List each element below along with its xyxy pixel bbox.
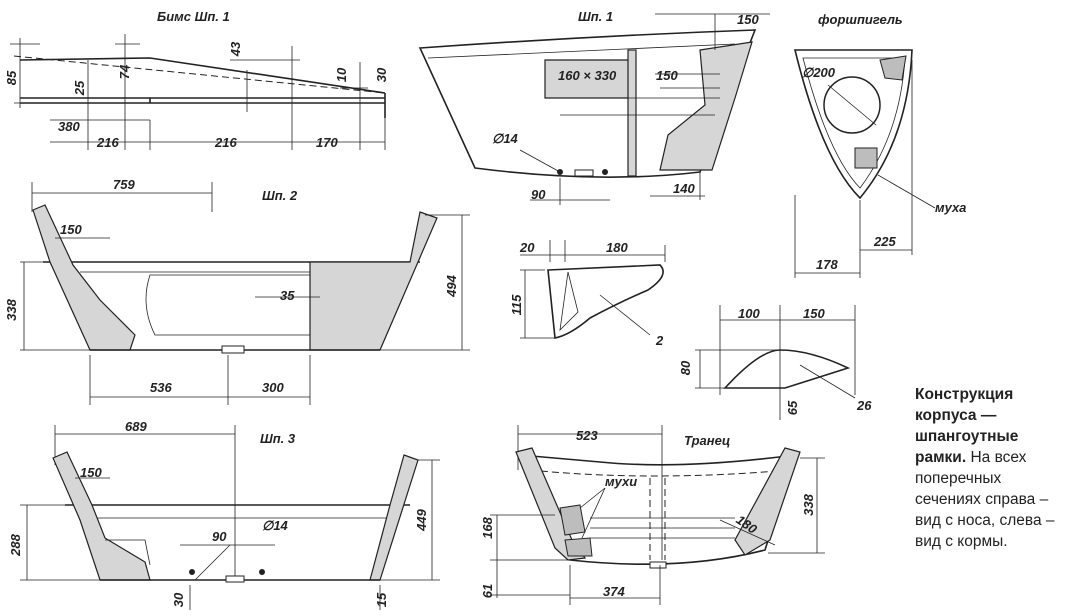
beams-frame1-drawing: Бимс Шп. 1 85 25 74 43 10 30 380 216 216…	[4, 9, 389, 150]
dim-label: 160 × 330	[558, 68, 617, 83]
dim-label: 178	[816, 257, 838, 272]
dim-label: 26	[856, 398, 872, 413]
dim-label: 216	[96, 135, 119, 150]
dim-label: 20	[519, 240, 535, 255]
dim-label: 30	[171, 592, 186, 607]
knee2-drawing: 100 150 80 65 26	[678, 305, 872, 420]
dim-label: 25	[72, 80, 87, 96]
frame2-title: Шп. 2	[262, 188, 298, 203]
dim-label: 288	[8, 533, 23, 556]
dim-label: 374	[603, 584, 625, 599]
dim-label: 15	[374, 592, 389, 607]
dim-label: 74	[117, 64, 132, 79]
dim-label: 380	[58, 119, 80, 134]
caption-bold: Конструкция корпуса — шпангоутные рамки.	[915, 386, 1019, 466]
dim-label: 338	[4, 298, 19, 320]
dim-label: 150	[60, 222, 82, 237]
dim-label: 150	[737, 12, 759, 27]
dim-label: ∅14	[492, 131, 519, 146]
frame3-title: Шп. 3	[260, 431, 296, 446]
dim-label: 10	[334, 67, 349, 82]
frame3-drawing: Шп. 3 689 150 ∅14 90 288 449 30 15	[8, 419, 440, 610]
dim-label: 90	[212, 529, 227, 544]
dim-label: 180	[606, 240, 628, 255]
caption-text: На всех поперечных сечениях справа – вид…	[915, 449, 1055, 550]
dim-label: 80	[678, 360, 693, 375]
dim-label: 536	[150, 380, 172, 395]
dim-label: 170	[316, 135, 338, 150]
figure-caption: Конструкция корпуса — шпангоутные рамки.…	[915, 384, 1065, 552]
beams-title: Бимс Шп. 1	[157, 9, 230, 24]
dim-label: 150	[80, 465, 102, 480]
dim-label: 115	[509, 294, 524, 315]
mukhi-label: мухи	[605, 474, 637, 489]
mukha-label: муха	[935, 200, 966, 215]
forepeak-title: форшпигель	[818, 12, 903, 27]
dim-label: 449	[414, 508, 429, 531]
dim-label: ∅14	[262, 518, 289, 533]
dim-label: 90	[531, 187, 546, 202]
dim-label: 61	[480, 584, 495, 598]
dim-label: 225	[873, 234, 896, 249]
transom-title: Транец	[684, 433, 730, 448]
dim-label: ∅200	[802, 65, 836, 80]
dim-label: 689	[125, 419, 147, 434]
dim-label: 216	[214, 135, 237, 150]
dim-label: 150	[656, 68, 678, 83]
dim-label: 168	[480, 516, 495, 538]
dim-label: 523	[576, 428, 598, 443]
frame2-drawing: Шп. 2 759 150 338 35 494 536 300	[4, 177, 470, 405]
dim-label: 140	[673, 181, 695, 196]
dim-label: 85	[4, 70, 19, 85]
transom-drawing: Транец 523 мухи 168 180 338 61 3	[480, 425, 825, 605]
forepeak-drawing: форшпигель ∅200 муха 225 178	[793, 12, 966, 278]
dim-label: 65	[785, 400, 800, 415]
dim-label: 150	[803, 306, 825, 321]
dim-label: 300	[262, 380, 284, 395]
dim-label: 43	[228, 41, 243, 57]
frame1-drawing: Шп. 1 150 160 × 330 150 ∅14 90 140	[418, 9, 770, 205]
dim-label: 35	[280, 288, 295, 303]
dim-label: 100	[738, 306, 760, 321]
dim-label: 2	[655, 333, 664, 348]
dim-label: 30	[374, 67, 389, 82]
dim-label: 494	[444, 274, 459, 297]
dim-label: 759	[113, 177, 135, 192]
knee1-drawing: 20 180 115 2	[509, 240, 666, 348]
frame1-title: Шп. 1	[578, 9, 613, 24]
dim-label: 338	[801, 493, 816, 515]
